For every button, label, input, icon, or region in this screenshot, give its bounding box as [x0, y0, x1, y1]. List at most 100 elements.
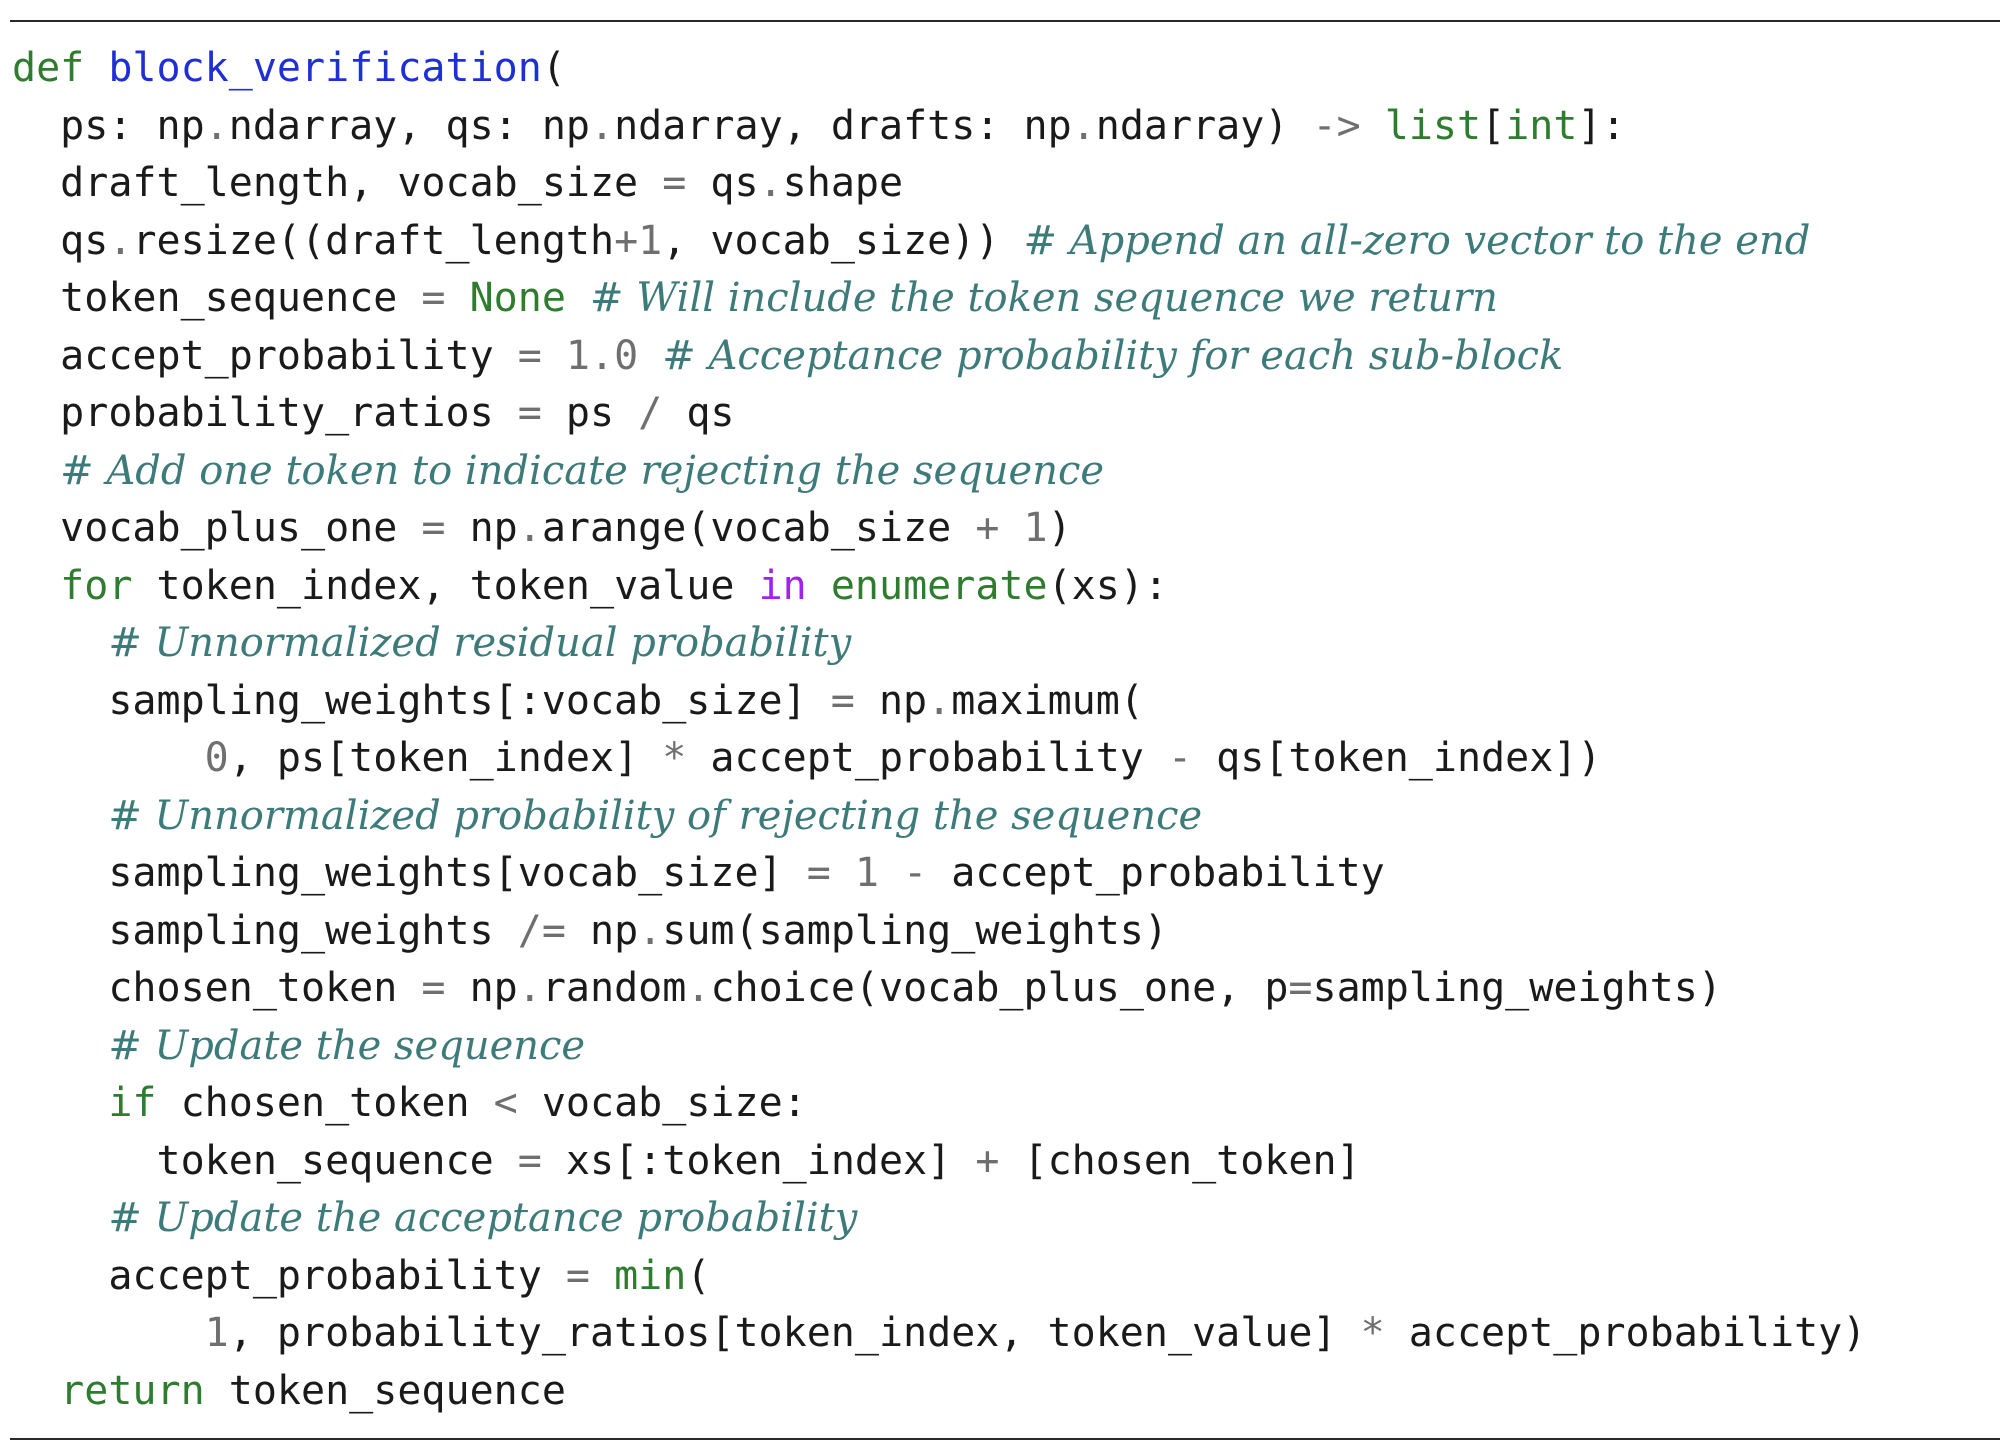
- code-token: sampling_weights: [108, 907, 518, 954]
- code-token: 1: [638, 217, 663, 264]
- code-token: .: [686, 965, 711, 1011]
- code-token: token_sequence: [60, 275, 422, 321]
- code-token: +: [975, 1137, 1000, 1184]
- code-line: return token_sequence: [12, 1363, 2002, 1421]
- code-token: 1.0: [565, 332, 639, 379]
- code-line: token_sequence = None # Will include the…: [12, 270, 2002, 328]
- code-token: accept_probability): [1384, 1310, 1867, 1356]
- code-token: # Update the sequence: [108, 1022, 586, 1069]
- code-token: [999, 505, 1023, 551]
- code-token: np: [445, 505, 518, 551]
- code-token: maximum(: [951, 677, 1144, 724]
- code-line: accept_probability = 1.0 # Acceptance pr…: [12, 328, 2002, 386]
- code-line: # Add one token to indicate rejecting th…: [12, 443, 2002, 501]
- code-token: min: [614, 1252, 687, 1299]
- code-indent: [12, 1023, 108, 1069]
- code-token: qs: [686, 160, 759, 206]
- code-token: [566, 275, 590, 321]
- code-token: [831, 850, 855, 896]
- code-indent: [12, 620, 108, 666]
- code-indent: [12, 1253, 108, 1299]
- code-token: .: [517, 965, 542, 1011]
- code-token: =: [421, 505, 446, 551]
- code-token: draft_length, vocab_size: [60, 160, 663, 206]
- code-token: probability_ratios: [60, 390, 518, 436]
- code-token: accept_probability: [108, 1252, 566, 1299]
- code-token: token_index, token_value: [132, 562, 759, 609]
- code-token: .: [638, 907, 663, 954]
- code-token: vocab_size:: [517, 1080, 807, 1126]
- code-token: qs: [662, 390, 735, 436]
- code-token: .: [204, 102, 229, 149]
- code-line: 0, ps[token_index] * accept_probability …: [12, 730, 2002, 788]
- code-indent: [12, 160, 60, 206]
- code-token: *: [662, 735, 687, 781]
- code-line: sampling_weights[vocab_size] = 1 - accep…: [12, 845, 2002, 903]
- code-token: =: [421, 965, 446, 1011]
- code-indent: [12, 1195, 108, 1241]
- code-indent: [12, 1138, 157, 1184]
- code-listing: def block_verification( ps: np.ndarray, …: [12, 40, 2002, 1420]
- top-rule: [10, 20, 2000, 22]
- code-indent: [12, 275, 60, 321]
- code-indent: [12, 908, 108, 954]
- code-line: 1, probability_ratios[token_index, token…: [12, 1305, 2002, 1363]
- code-token: qs[token_index]): [1192, 735, 1602, 781]
- code-token: ]:: [1577, 102, 1626, 149]
- code-token: np: [854, 677, 928, 724]
- code-line: ps: np.ndarray, qs: np.ndarray, drafts: …: [12, 98, 2002, 156]
- code-line: # Update the sequence: [12, 1018, 2002, 1076]
- code-indent: [12, 1080, 108, 1126]
- code-token: =: [1288, 965, 1313, 1011]
- code-token: return: [60, 1367, 205, 1414]
- code-indent: [12, 850, 108, 896]
- code-token: (: [686, 1252, 711, 1299]
- code-token: /: [638, 390, 663, 436]
- code-token: [1361, 103, 1385, 149]
- code-token: .: [1071, 102, 1096, 149]
- code-token: ndarray): [1095, 102, 1313, 149]
- code-token: # Unnormalized probability of rejecting …: [108, 792, 1203, 839]
- code-token: =: [830, 677, 855, 724]
- code-token: ndarray, qs: np: [228, 102, 590, 149]
- code-token: None: [469, 275, 566, 321]
- code-line: if chosen_token < vocab_size:: [12, 1075, 2002, 1133]
- code-token: =: [517, 1137, 542, 1184]
- code-token: enumerate: [830, 562, 1048, 609]
- code-token: accept_probability: [686, 735, 1168, 781]
- code-token: block_verification: [108, 45, 542, 91]
- code-token: if: [108, 1080, 157, 1126]
- code-token: .: [927, 677, 952, 724]
- code-token: =: [517, 332, 542, 379]
- code-indent: [12, 678, 108, 724]
- code-token: .: [758, 160, 783, 206]
- code-token: in: [758, 562, 807, 609]
- code-token: # Add one token to indicate rejecting th…: [60, 447, 1105, 494]
- code-token: np: [565, 907, 639, 954]
- code-line: sampling_weights[:vocab_size] = np.maxim…: [12, 673, 2002, 731]
- code-line: draft_length, vocab_size = qs.shape: [12, 155, 2002, 213]
- code-token: sum(sampling_weights): [662, 907, 1168, 954]
- code-indent: [12, 103, 60, 149]
- code-line: # Unnormalized residual probability: [12, 615, 2002, 673]
- code-token: sampling_weights[vocab_size]: [108, 850, 807, 896]
- code-line: qs.resize((draft_length+1, vocab_size)) …: [12, 213, 2002, 271]
- code-token: list: [1384, 102, 1482, 149]
- code-token: [807, 563, 831, 609]
- code-token: (xs):: [1047, 562, 1168, 609]
- code-token: accept_probability: [60, 332, 518, 379]
- code-token: [590, 1253, 614, 1299]
- code-token: , vocab_size)): [662, 217, 1024, 264]
- code-indent: [12, 793, 108, 839]
- code-indent: [12, 965, 108, 1011]
- code-token: [chosen_token]: [999, 1137, 1361, 1184]
- code-token: [446, 275, 470, 321]
- code-token: .: [517, 505, 542, 551]
- code-indent: [12, 1310, 205, 1356]
- code-token: [638, 333, 662, 379]
- code-token: token_sequence: [204, 1367, 566, 1414]
- code-token: choice(vocab_plus_one, p: [710, 965, 1289, 1011]
- code-indent: [12, 218, 60, 264]
- code-line: # Unnormalized probability of rejecting …: [12, 788, 2002, 846]
- code-token: =: [517, 390, 542, 436]
